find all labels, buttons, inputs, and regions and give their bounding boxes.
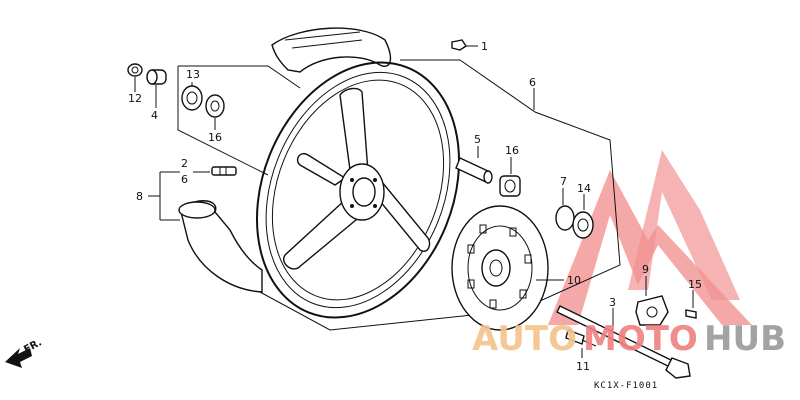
part-11-bolt [565,329,597,347]
callout-13: 13 [186,68,200,81]
callout-3: 3 [609,296,616,309]
part-16-bearing-right [499,175,521,197]
watermark-moto: MOTO [583,319,698,359]
tire-tread [284,31,363,49]
wheel-spoke-top [339,87,369,173]
wheel-spoke-right [374,180,431,252]
hub-bolt-hole [373,204,377,208]
part-12-nut [127,63,143,77]
part-14-bearing [572,211,594,239]
callout-labels: 12 4 13 16 1 6 5 16 2 6 8 7 14 10 9 3 15… [128,40,702,373]
part-7-seal [555,205,575,231]
watermark-text: AUTO MOTO HUB [472,319,786,359]
watermark-logo [548,150,752,325]
front-direction-arrow: FR. [5,337,44,368]
callout-9: 9 [642,263,649,276]
wheel-rim-inner [265,71,451,309]
tire-section-left-cut [178,201,216,219]
callout-15: 15 [688,278,702,291]
callout-1: 1 [481,40,488,53]
callout-16-right: 16 [505,144,519,157]
callout-16-left: 16 [208,131,222,144]
wheel-hub-bore [352,177,376,207]
callout-14: 14 [577,182,591,195]
part-13-bearing [181,85,203,111]
part-5-collar [455,157,493,184]
callout-5: 5 [474,133,481,146]
callout-8: 8 [136,190,143,203]
front-arrow-icon [5,348,32,368]
outline-13-16-side [177,66,269,176]
part-2-bolt [211,166,237,176]
hub-bolt-hole [350,178,354,182]
callout-12: 12 [128,92,142,105]
outline-6-group [259,59,621,331]
part-3-axle [556,305,691,379]
callout-7: 7 [560,175,567,188]
hub-bolt-hole [350,204,354,208]
callout-2: 2 [181,157,188,170]
watermark-auto: AUTO [472,319,577,359]
callout-11: 11 [576,360,590,373]
callout-6-top: 6 [529,76,536,89]
wheel-rim-outer [255,61,461,319]
front-arrow-label: FR. [22,337,44,355]
wheel-assembly [178,27,461,319]
part-9-axle-holder [635,295,669,326]
wheel-rim-lip [271,79,445,301]
tire-section-left [179,200,263,293]
callout-10: 10 [567,274,581,287]
part-15-bolt [685,309,697,319]
callout-4: 4 [151,109,158,122]
part-4-spacer [146,69,167,85]
part-10-brake-disc [451,205,549,331]
part-16-bearing-left [205,94,225,118]
callout-6-left: 6 [181,173,188,186]
wheel-spoke-left [283,199,370,270]
watermark-hub: HUB [704,319,786,359]
diagram-code: KC1X-F1001 [594,381,658,391]
part-1-bolt [451,39,478,51]
outline-13-16-top [178,65,301,89]
leader-lines [134,45,694,358]
hub-bolt-hole [373,178,377,182]
wheel-spoke-rear [296,153,347,186]
tire-section-top [271,27,392,73]
assembly-outline [177,59,621,331]
